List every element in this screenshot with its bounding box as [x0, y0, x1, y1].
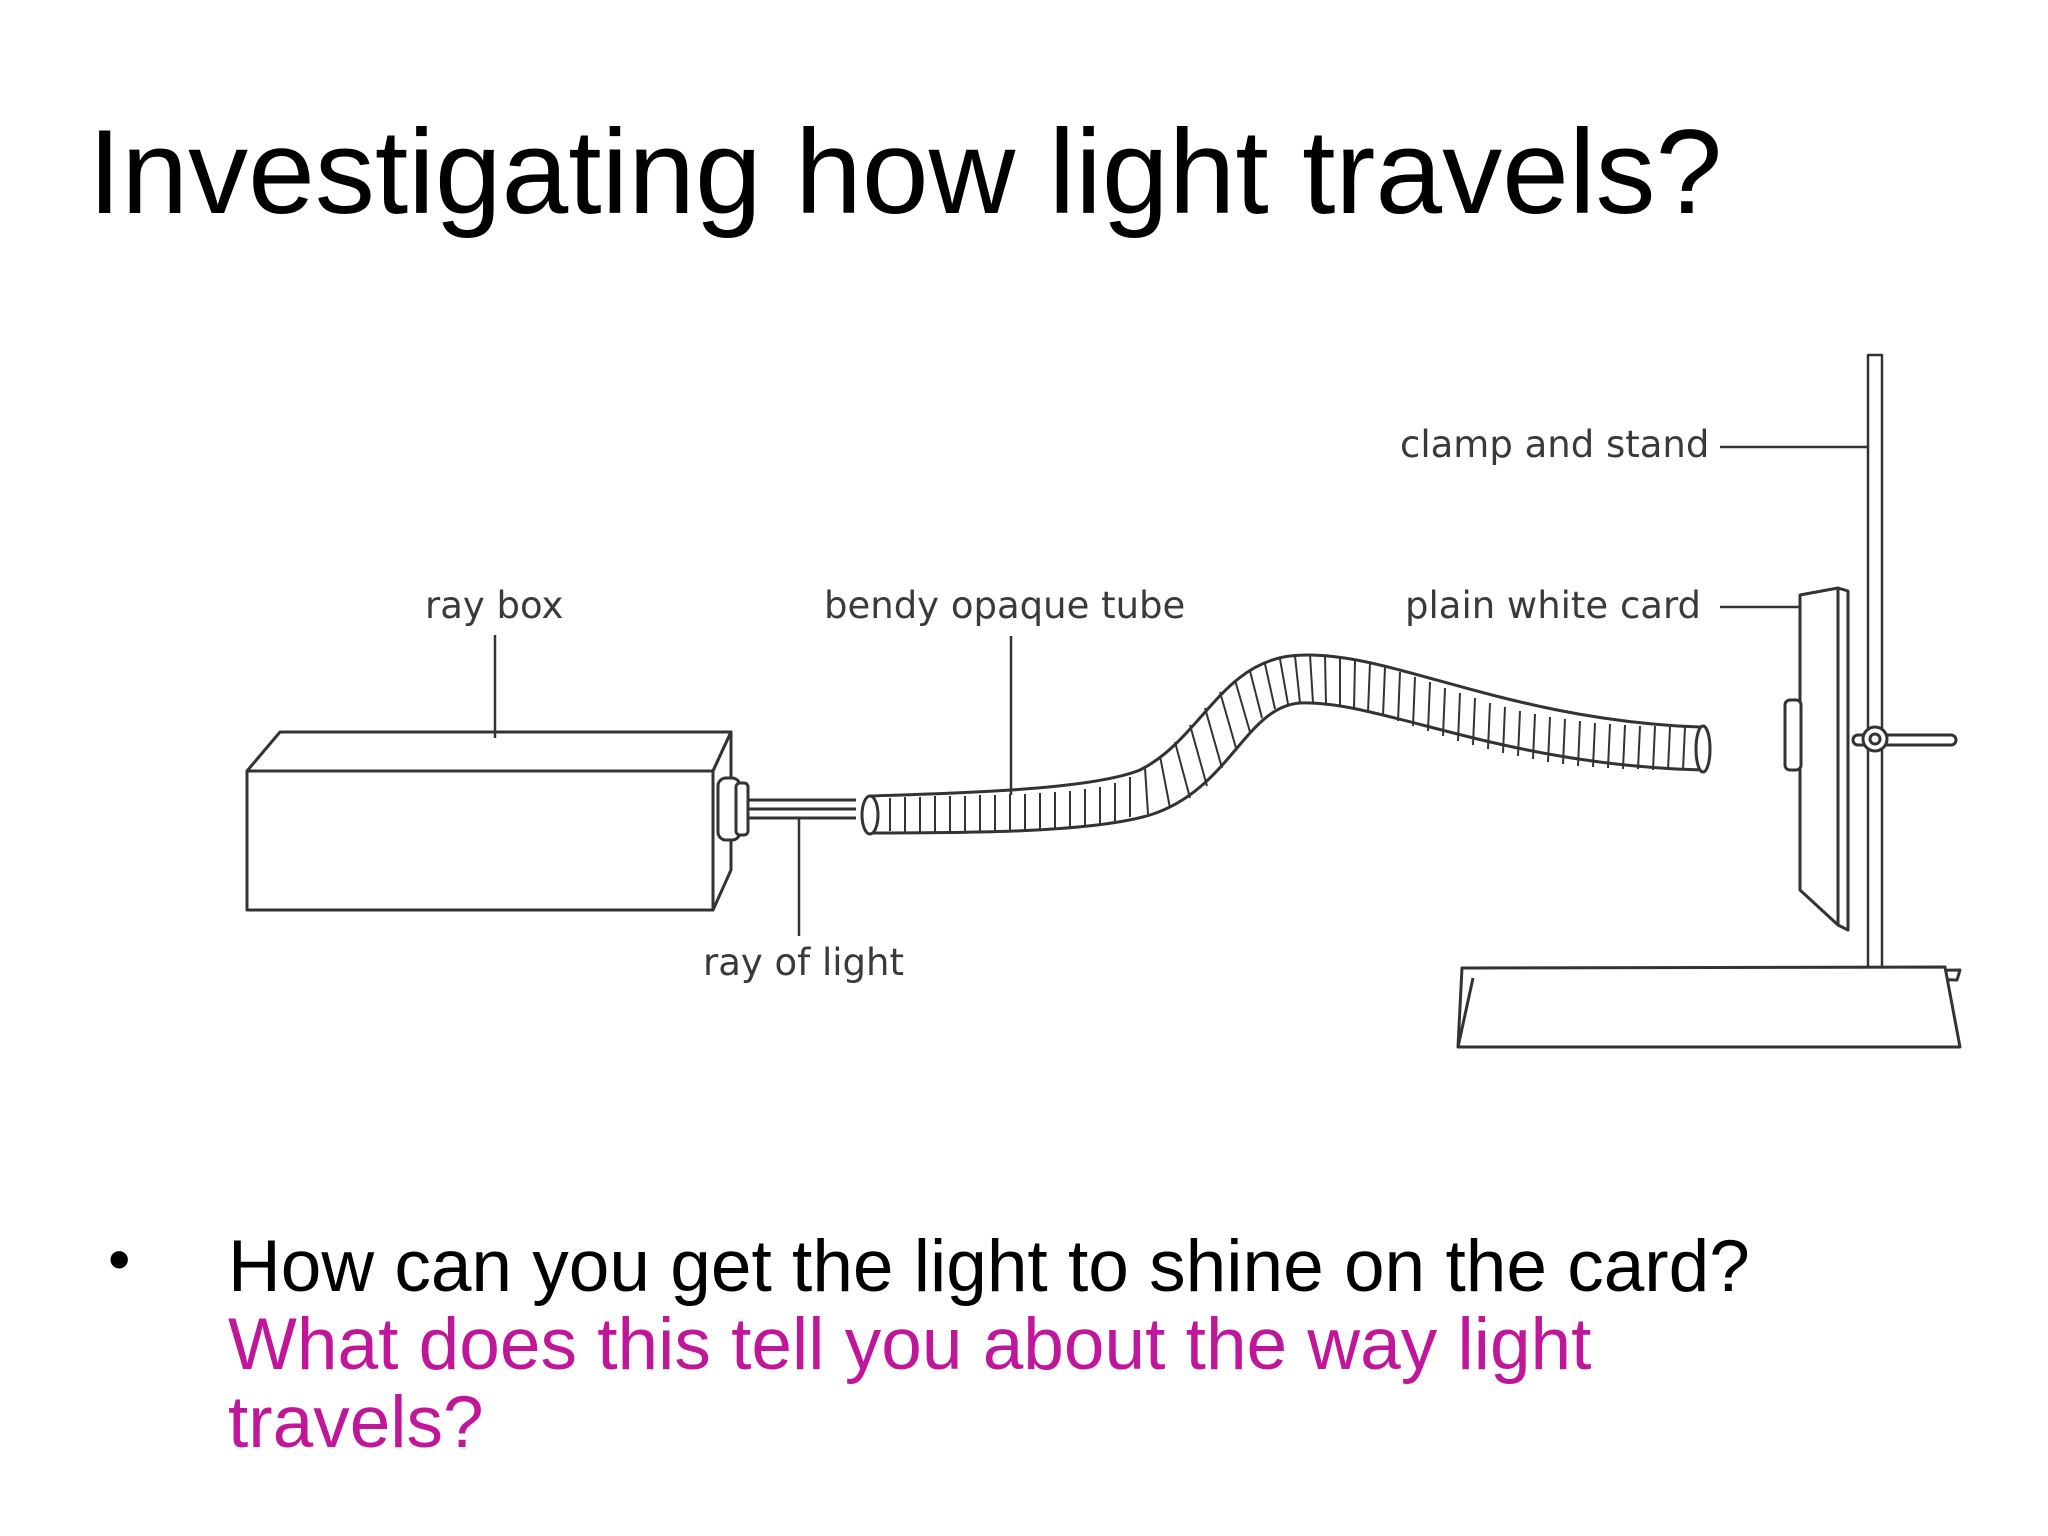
- label-bendy-opaque-tube: bendy opaque tube: [824, 584, 1185, 627]
- clamp-and-stand-drawing: [1456, 353, 1962, 1049]
- ray-box-drawing: [245, 730, 750, 912]
- bullet-dot: •: [108, 1223, 131, 1295]
- follow-up-question-text: What does this tell you about the way li…: [228, 1304, 1592, 1463]
- plain-white-card-drawing: [1783, 586, 1850, 932]
- question-text: How can you get the light to shine on th…: [228, 1226, 1750, 1307]
- label-ray-box: ray box: [425, 584, 563, 627]
- slide-title: Investigating how light travels?: [88, 105, 1723, 239]
- label-ray-of-light: ray of light: [703, 941, 904, 984]
- bendy-opaque-tube-drawing: [860, 653, 1712, 836]
- bullet-text: How can you get the light to shine on th…: [228, 1228, 1988, 1462]
- ray-of-light-drawing: [748, 798, 856, 820]
- label-clamp-and-stand: clamp and stand: [1400, 423, 1709, 466]
- label-plain-white-card: plain white card: [1405, 584, 1701, 627]
